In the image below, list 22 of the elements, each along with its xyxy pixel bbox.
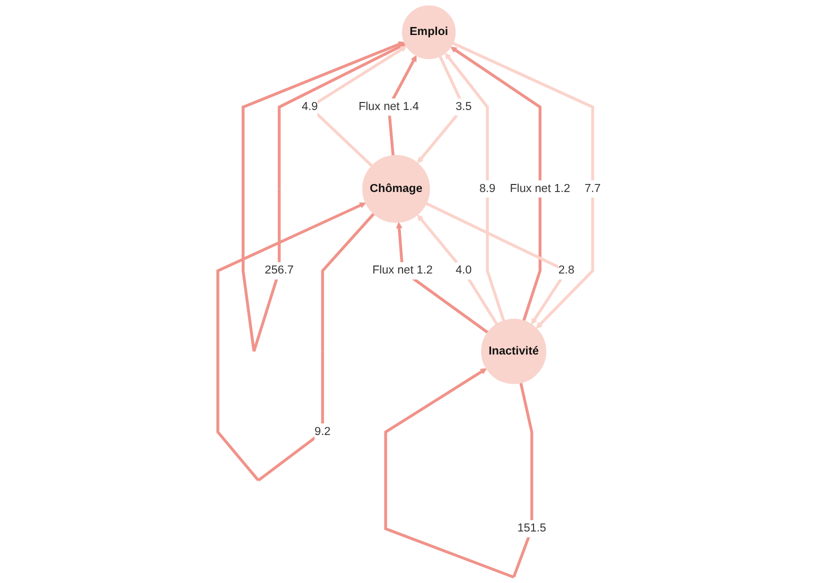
arrow: [445, 52, 506, 322]
edge-label: Flux net 1.2: [372, 264, 433, 277]
edge-label: 9.2: [314, 426, 331, 438]
arrow: [396, 222, 489, 334]
edge-label: 4.9: [302, 100, 318, 113]
node-circle: Chômage: [362, 155, 430, 223]
edge-label: 4.0: [456, 264, 472, 277]
arrow: [216, 202, 376, 482]
arrow: [242, 41, 406, 352]
edge-label: 7.7: [584, 182, 601, 195]
edge-label: Flux net 1.2: [510, 182, 570, 195]
arrow: [452, 42, 594, 329]
edge-label: 8.9: [480, 182, 496, 195]
edge-label: 2.8: [558, 264, 575, 277]
edge-label: 3.5: [456, 100, 472, 113]
edge-label: 256.7: [265, 264, 294, 277]
edge-label: Flux net 1.4: [358, 100, 420, 113]
node-circle: Inactivité: [481, 318, 547, 384]
arrow: [450, 46, 542, 322]
edge-label: 151.5: [518, 522, 546, 535]
node-circle: Emploi: [402, 5, 456, 60]
arrow: [417, 214, 498, 325]
